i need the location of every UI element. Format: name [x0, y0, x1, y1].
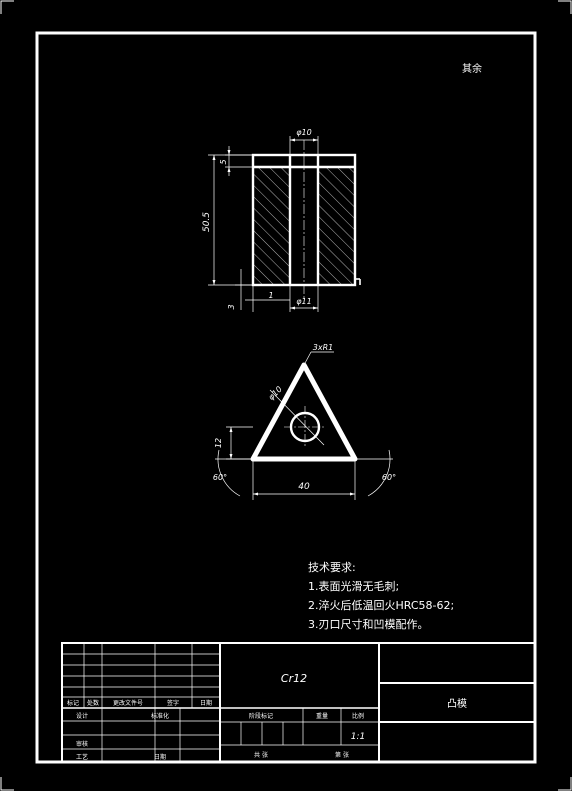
dim-top-step: 5 — [219, 159, 228, 164]
role-design: 设计 — [76, 712, 88, 720]
dim-bottom-left: 3 — [227, 304, 236, 309]
weight-label: 重量 — [316, 712, 328, 720]
role-check: 审核 — [76, 740, 88, 748]
dim-height: 50.5 — [202, 212, 212, 232]
sheet-number: 第 张 — [335, 751, 349, 759]
sheets-total: 共 张 — [254, 751, 268, 759]
technical-requirements: 技术要求: 1.表面光滑无毛刺; 2.淬火后低温回火HRC58-62; 3.刃口… — [308, 561, 454, 631]
role-standard: 标准化 — [151, 712, 169, 720]
part-name: 凸模 — [447, 698, 467, 710]
dim-bottom-gap: 1 — [268, 291, 273, 300]
date-label: 日期 — [154, 753, 166, 761]
dim-angle-right: 60° — [382, 473, 396, 482]
title-block: 标记 处数 更改文件号 签字 日期 设计 标准化 审核 工艺 日期 阶段标记 重… — [61, 642, 536, 763]
dim-tip-radius: 3xR1 — [313, 343, 333, 352]
tech-item-1: 1.表面光滑无毛刺; — [308, 579, 399, 593]
scale-value: 1:1 — [351, 732, 365, 742]
material: Cr12 — [281, 672, 307, 685]
section-view: φ10 5 50.5 3 1 φ11 — [202, 128, 361, 312]
corner-note: 其余 — [462, 62, 482, 75]
rev-header-date: 日期 — [200, 699, 212, 707]
top-view: 3xR1 φ10 12 40 60° 60° — [213, 343, 396, 500]
dim-offset: 12 — [214, 438, 223, 448]
stage-label: 阶段标记 — [249, 712, 273, 720]
rev-header-docno: 更改文件号 — [113, 699, 143, 707]
dim-top-bore: φ10 — [296, 128, 311, 137]
rev-header-count: 处数 — [87, 699, 99, 707]
role-process: 工艺 — [76, 753, 88, 761]
dim-bottom-bore: φ11 — [296, 297, 311, 306]
tech-title: 技术要求: — [308, 561, 356, 574]
rev-header-sign: 签字 — [167, 699, 179, 707]
tech-item-3: 3.刃口尺寸和凹模配作。 — [308, 617, 429, 631]
dim-angle-left: 60° — [213, 473, 227, 482]
dim-circle-dia: φ10 — [267, 385, 284, 402]
rev-header-mark: 标记 — [67, 699, 79, 707]
tech-item-2: 2.淬火后低温回火HRC58-62; — [308, 598, 454, 612]
scale-label: 比例 — [352, 712, 364, 720]
dim-width: 40 — [298, 482, 310, 492]
